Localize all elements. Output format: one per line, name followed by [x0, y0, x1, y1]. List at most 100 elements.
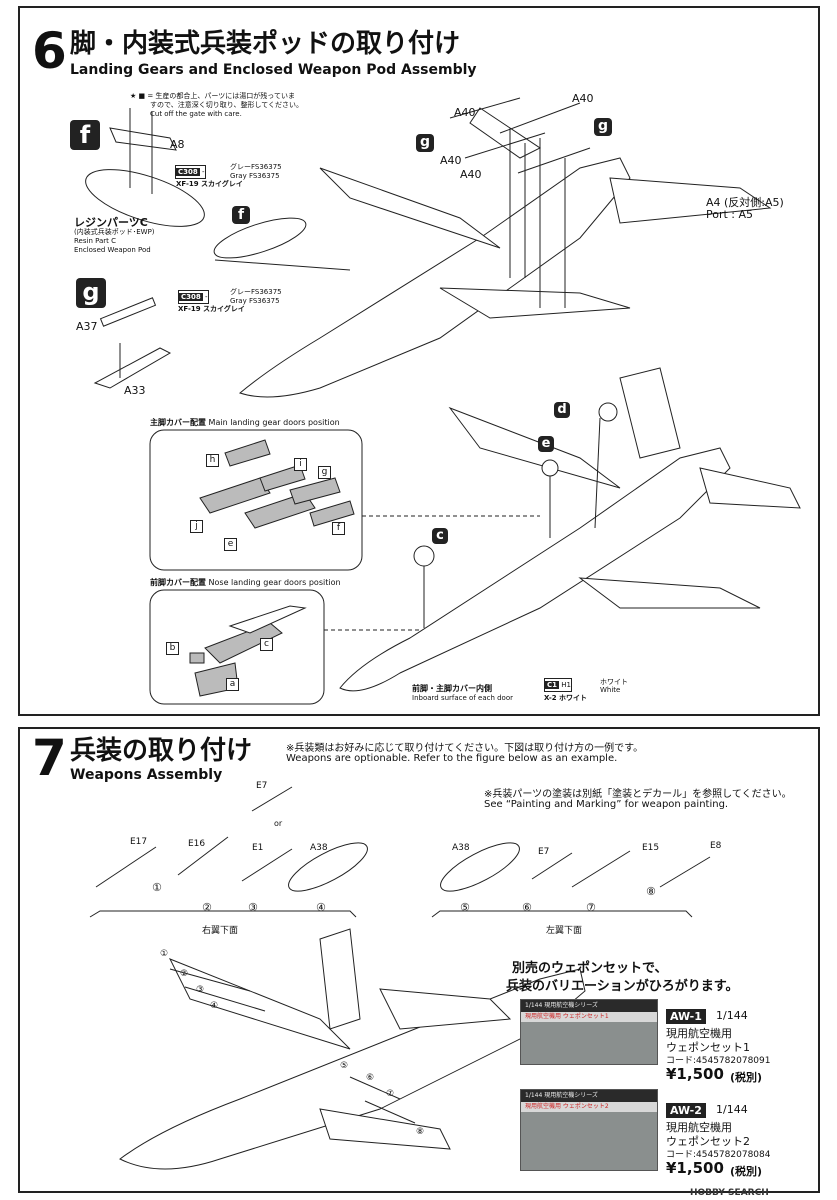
gear-e-badge: e [538, 436, 554, 452]
pylon-num-2: ② [202, 901, 212, 914]
door-letter-i: i [294, 458, 307, 471]
color-callout-2: C308 - [178, 290, 209, 304]
watermark: HOBBY SEARCH [690, 1188, 769, 1198]
step7-title-jp: 兵装の取り付け [70, 736, 253, 766]
weapon-set2-boxart: 1/144 現用航空機シリーズ 現用航空機用 ウェポンセット2 [520, 1089, 658, 1171]
label-e15: E15 [642, 843, 660, 853]
label-port-a5: Port : A5 [706, 208, 754, 221]
gear-d-badge: d [554, 402, 570, 418]
set1-badge: AW-1 [666, 1009, 706, 1024]
set2-tax: (税別) [730, 1165, 763, 1178]
callout-f-badge: f [232, 206, 250, 224]
nose-doors-en: Nose landing gear doors position [208, 578, 341, 587]
plane-num-2: ② [180, 969, 189, 979]
label-e7-right: E7 [538, 847, 550, 857]
white-code-h1: H1 [561, 681, 571, 689]
color2-name: XF-19 スカイグレイ [178, 305, 245, 313]
white-callout: C1 H1 [544, 678, 572, 692]
color1-code: C308 [176, 168, 200, 176]
gate-note-jp1: ★ ■ = 生産の都合上、パーツには湯口が残っていま [130, 92, 295, 100]
color-callout-1: C308 - [175, 165, 206, 179]
label-a40-3: A40 [440, 154, 462, 167]
label-or: or [274, 819, 283, 828]
set1-name1: 現用航空機用 [666, 1027, 732, 1040]
gear-c-badge: c [432, 528, 448, 544]
step7-panel: 7 兵装の取り付け Weapons Assembly ※兵装類はお好みに応じて取… [18, 727, 820, 1193]
sub-step-g-badge: g [76, 278, 106, 308]
pylon-num-7: ⑦ [586, 901, 596, 914]
main-doors-jp: 主脚カバー配置 [150, 418, 206, 427]
set2-box-header: 1/144 現用航空機シリーズ [521, 1090, 657, 1102]
sub-step-f-badge: f [70, 120, 100, 150]
inboard-en: Inboard surface of each door [412, 694, 514, 702]
callout-g-badge-1: g [416, 134, 434, 152]
color1-jp: グレーFS36375 [230, 163, 282, 171]
label-a33: A33 [124, 384, 146, 397]
plane-num-3: ③ [196, 985, 205, 995]
door-letter-g: g [318, 466, 331, 479]
step6-title-en: Landing Gears and Enclosed Weapon Pod As… [70, 62, 477, 78]
nose-doors-jp: 前脚カバー配置 [150, 578, 206, 587]
label-a37: A37 [76, 320, 98, 333]
right-wing-label: 右翼下面 [202, 926, 239, 936]
set1-price: ¥1,500 [666, 1065, 724, 1083]
label-e8: E8 [710, 841, 722, 851]
callout-g-badge-2: g [594, 118, 612, 136]
step6-drawing [85, 97, 801, 705]
color1-name: XF-19 スカイグレイ [176, 180, 243, 188]
set1-box-title: 現用航空機用 ウェポンセット1 [521, 1012, 657, 1022]
nose-letter-a: a [226, 678, 239, 691]
color2-dash: - [204, 293, 208, 301]
plane-num-6: ⑥ [366, 1073, 375, 1083]
label-a40-1: A40 [454, 106, 476, 119]
label-a40-4: A40 [460, 168, 482, 181]
pylon-num-4: ④ [316, 901, 326, 914]
nose-letter-c: c [260, 638, 273, 651]
step7-number: 7 [32, 729, 67, 787]
weapons-note-en: Weapons are optionable. Refer to the fig… [286, 753, 618, 764]
set2-box-title: 現用航空機用 ウェポンセット2 [521, 1102, 657, 1112]
label-e1: E1 [252, 843, 264, 853]
nose-letter-b: b [166, 642, 179, 655]
door-letter-e: e [224, 538, 237, 551]
white-en: White [600, 686, 621, 694]
step7-title-en: Weapons Assembly [70, 767, 223, 783]
resin-part-en1: Resin Part C [74, 237, 117, 245]
painting-note-en: See “Painting and Marking” for weapon pa… [484, 799, 729, 810]
color1-en: Gray FS36375 [230, 172, 280, 180]
color2-code: C308 [179, 293, 203, 301]
label-a8: A8 [170, 138, 185, 151]
label-e17: E17 [130, 837, 148, 847]
set1-name2: ウェポンセット1 [666, 1041, 750, 1054]
label-a4: A4 (反対側:A5) [706, 196, 784, 209]
door-letter-h: h [206, 454, 219, 467]
weapons-note-jp: ※兵装類はお好みに応じて取り付けてください。下図は取り付け方の一例です。 [286, 743, 644, 754]
main-doors-title: 主脚カバー配置 Main landing gear doors position [150, 418, 340, 427]
color2-en: Gray FS36375 [230, 297, 280, 305]
step6-number: 6 [32, 22, 67, 80]
label-a38-left: A38 [310, 843, 328, 853]
plane-num-7: ⑦ [386, 1089, 395, 1099]
set2-name1: 現用航空機用 [666, 1121, 732, 1134]
resin-part-jp: レジンパーツC [74, 216, 148, 229]
painting-note-jp: ※兵装パーツの塗装は別紙「塗装とデカール」を参照してください。 [484, 789, 792, 800]
pylon-num-8: ⑧ [646, 885, 656, 898]
resin-part-jp2: (内装式兵装ポッド･EWP) [74, 228, 155, 236]
label-a38-right: A38 [452, 843, 470, 853]
step7-drawing [89, 786, 711, 1170]
plane-num-4: ④ [210, 1001, 219, 1011]
set2-name2: ウェポンセット2 [666, 1135, 750, 1148]
step6-title-jp: 脚・内装式兵装ポッドの取り付け [70, 29, 461, 59]
main-doors-en: Main landing gear doors position [208, 418, 340, 427]
weapon-set1-boxart: 1/144 現用航空機シリーズ 現用航空機用 ウェポンセット1 [520, 999, 658, 1065]
pylon-num-1: ① [152, 881, 162, 894]
color2-jp: グレーFS36375 [230, 288, 282, 296]
resin-part-en2: Enclosed Weapon Pod [74, 246, 151, 254]
set1-tax: (税別) [730, 1071, 763, 1084]
step6-panel: 6 脚・内装式兵装ポッドの取り付け Landing Gears and Encl… [18, 6, 820, 716]
white-jp: ホワイト [600, 678, 628, 686]
set1-scale: 1/144 [716, 1009, 748, 1022]
inboard-jp: 前脚・主脚カバー内側 [412, 684, 492, 693]
set2-badge: AW-2 [666, 1103, 706, 1118]
door-letter-j: j [190, 520, 203, 533]
